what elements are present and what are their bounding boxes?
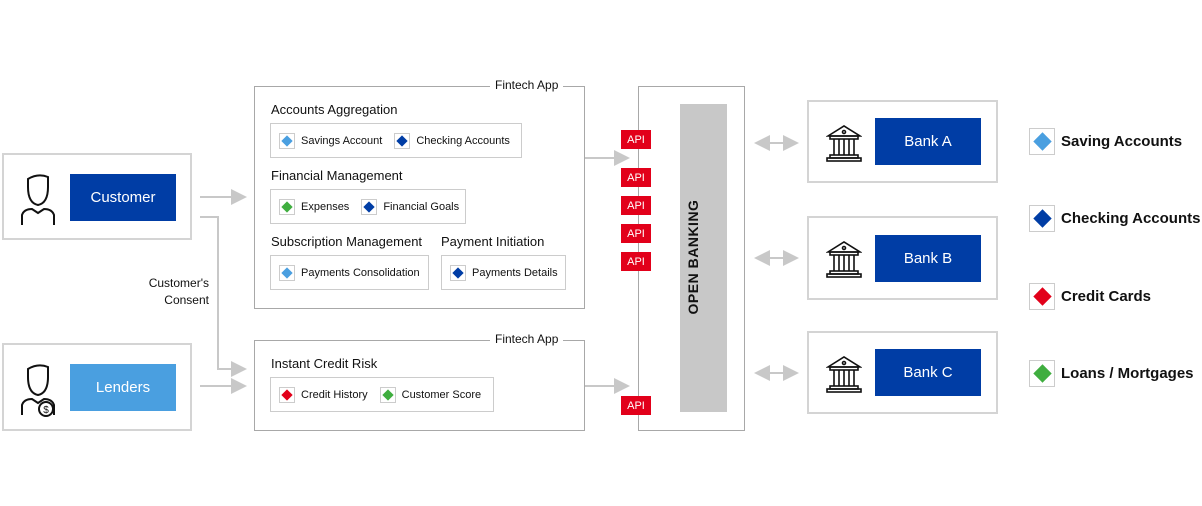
- bank-a-label[interactable]: Bank A: [875, 118, 981, 165]
- bank-b-box: Bank B: [807, 216, 998, 300]
- diamond-icon: [1029, 205, 1055, 232]
- api-badge: API: [621, 130, 651, 149]
- bank-a-box: Bank A: [807, 100, 998, 183]
- legend-item: Saving Accounts: [1029, 128, 1182, 155]
- api-badge: API: [621, 224, 651, 243]
- chip-payment-initiation: Payments Details: [441, 255, 566, 290]
- customer-box: Customer: [2, 153, 192, 240]
- legend-item: Checking Accounts: [1029, 205, 1200, 232]
- section-title: Financial Management: [271, 168, 403, 183]
- diamond-icon: [1029, 128, 1055, 155]
- diamond-icon: [1029, 360, 1055, 387]
- diamond-icon: [1029, 283, 1055, 310]
- api-badge: API: [621, 196, 651, 215]
- person-icon: [21, 174, 55, 225]
- section-title: Accounts Aggregation: [271, 102, 398, 117]
- consent-label: Customer's Consent: [148, 276, 209, 307]
- diamond-icon: [279, 264, 295, 281]
- lender-person-icon: $: [21, 364, 55, 417]
- api-badge: API: [621, 396, 651, 415]
- svg-text:$: $: [43, 405, 49, 416]
- api-badge: API: [621, 252, 651, 271]
- diamond-icon: [279, 198, 295, 215]
- fintech-app-title: Fintech App: [490, 78, 564, 92]
- diamond-icon: [450, 264, 466, 281]
- diamond-icon: [379, 386, 396, 403]
- legend-item: Loans / Mortgages: [1029, 360, 1194, 387]
- arrow-consent: [200, 216, 247, 377]
- diamond-icon: [361, 198, 378, 215]
- api-badge: API: [621, 168, 651, 187]
- section-title: Subscription Management: [271, 234, 423, 249]
- bank-c-box: Bank C: [807, 331, 998, 414]
- diamond-icon: [279, 132, 295, 149]
- bank-b-label[interactable]: Bank B: [875, 235, 981, 282]
- bank-icon: [826, 125, 862, 162]
- section-title: Payment Initiation: [441, 234, 545, 249]
- open-banking-bar: [680, 104, 727, 412]
- lenders-box: $ Lenders: [2, 343, 192, 431]
- diamond-icon: [394, 132, 411, 149]
- diamond-icon: [279, 386, 295, 403]
- bank-c-label[interactable]: Bank C: [875, 349, 981, 396]
- chip-subscription: Payments Consolidation: [270, 255, 429, 290]
- chip-financial-management: Expenses Financial Goals: [270, 189, 466, 224]
- chip-accounts-aggregation: Savings Account Checking Accounts: [270, 123, 522, 158]
- lenders-label[interactable]: Lenders: [70, 364, 176, 411]
- fintech-app-title: Fintech App: [490, 332, 564, 346]
- customer-label[interactable]: Customer: [70, 174, 176, 221]
- open-banking-label: OPEN BANKING: [685, 199, 701, 315]
- section-title: Instant Credit Risk: [271, 356, 378, 371]
- legend-item: Credit Cards: [1029, 283, 1151, 310]
- bank-icon: [826, 356, 862, 393]
- bank-icon: [826, 241, 862, 278]
- chip-credit-risk: Credit History Customer Score: [270, 377, 494, 412]
